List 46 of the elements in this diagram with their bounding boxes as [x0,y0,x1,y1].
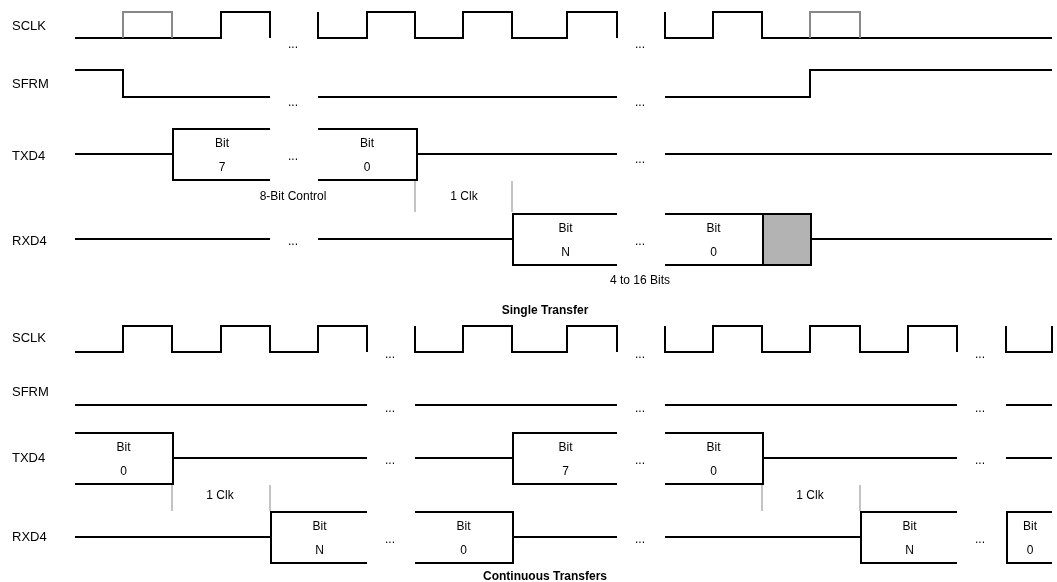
ellipsis: ... [385,401,395,415]
data-bit-cell: Bit 7 [512,432,617,485]
signal-name: SFRM [12,385,49,399]
data-bit-cell: Bit 0 [415,511,514,564]
signal-name: SCLK [12,19,46,33]
interval-label: 1 Clk [450,189,478,203]
ellipsis: ... [288,95,298,109]
signal-name: TXD4 [12,451,46,465]
ellipsis: ... [975,453,985,467]
ellipsis: ... [635,347,645,361]
interval-label: 4 to 16 Bits [610,273,670,287]
interval-label: 1 Clk [206,488,234,502]
ellipsis: ... [385,453,395,467]
ellipsis: ... [385,347,395,361]
shaded-cell [762,213,812,266]
data-bit-cell: Bit 0 [665,432,764,485]
data-bit-cell: Bit 0 [318,128,418,181]
ellipsis: ... [975,401,985,415]
ellipsis: ... [975,347,985,361]
interval-label: 8-Bit Control [259,189,327,203]
ellipsis: ... [635,532,645,546]
signal-name: RXD4 [12,234,47,248]
signal-name: RXD4 [12,530,47,544]
ellipsis: ... [635,453,645,467]
data-bit-cell: Bit 0 [1006,511,1052,564]
data-bit-cell: Bit N [270,511,367,564]
ellipsis: ... [385,532,395,546]
ellipsis: ... [635,152,645,166]
ellipsis: ... [288,37,298,51]
ellipsis: ... [288,149,298,163]
interval-label: 1 Clk [796,488,824,502]
signal-name: TXD4 [12,149,46,163]
signal-name: SFRM [12,77,49,91]
ellipsis: ... [635,401,645,415]
section-title: Single Transfer [501,303,589,317]
ellipsis: ... [635,95,645,109]
section-title: Continuous Transfers [483,569,607,582]
data-bit-cell: Bit N [512,213,617,266]
ellipsis: ... [635,37,645,51]
ellipsis: ... [288,234,298,248]
ellipsis: ... [975,532,985,546]
data-bit-cell: Bit 7 [172,128,270,181]
ellipsis: ... [635,234,645,248]
data-bit-cell: Bit 0 [75,432,174,485]
data-bit-cell: Bit N [860,511,957,564]
signal-name: SCLK [12,331,46,345]
